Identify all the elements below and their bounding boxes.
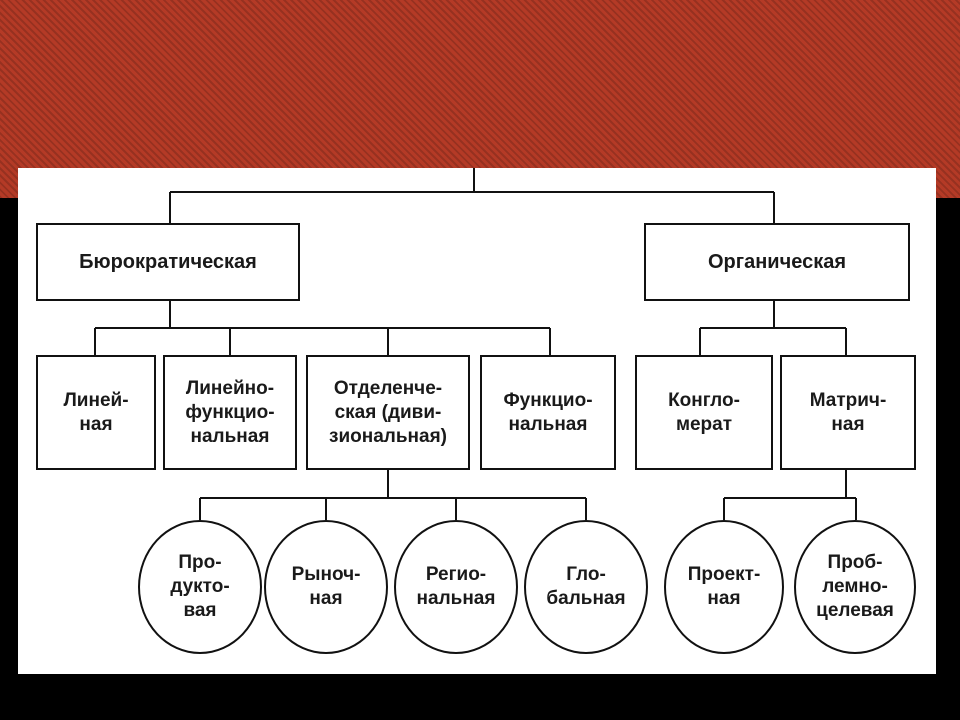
node-linear-functional: Линейно- функцио- нальная	[163, 355, 297, 470]
node-divisional: Отделенче- ская (диви- зиональная)	[306, 355, 470, 470]
node-organic: Органическая	[644, 223, 910, 301]
diagram-canvas: Бюрократическая Органическая Линей- ная …	[18, 168, 936, 674]
node-conglomerate-label: Конгло- мерат	[668, 389, 740, 435]
node-linear-functional-label: Линейно- функцио- нальная	[185, 377, 275, 447]
node-organic-label: Органическая	[708, 251, 846, 273]
node-product-label: Про- дукто- вая	[170, 552, 230, 621]
node-problem-target-label: Проб- лемно- целевая	[816, 552, 894, 621]
node-product: Про- дукто- вая	[138, 520, 262, 654]
node-global-label: Гло- бальная	[546, 564, 626, 609]
node-regional: Регио- нальная	[394, 520, 518, 654]
decorative-header-band	[0, 0, 960, 198]
node-project-label: Проект- ная	[687, 564, 761, 609]
node-problem-target: Проб- лемно- целевая	[794, 520, 916, 654]
node-matrix-label: Матрич- ная	[809, 389, 887, 435]
node-project: Проект- ная	[664, 520, 784, 654]
node-global: Гло- бальная	[524, 520, 648, 654]
node-market-label: Рыноч- ная	[291, 564, 361, 609]
node-functional: Функцио- нальная	[480, 355, 616, 470]
node-bureaucratic: Бюрократическая	[36, 223, 300, 301]
node-linear: Линей- ная	[36, 355, 156, 470]
node-bureaucratic-label: Бюрократическая	[79, 251, 257, 273]
node-divisional-label: Отделенче- ская (диви- зиональная)	[329, 377, 447, 447]
node-regional-label: Регио- нальная	[416, 564, 496, 609]
node-linear-label: Линей- ная	[63, 389, 129, 435]
node-functional-label: Функцио- нальная	[503, 389, 593, 435]
connector-lines	[94, 168, 857, 520]
node-conglomerate: Конгло- мерат	[635, 355, 773, 470]
node-market: Рыноч- ная	[264, 520, 388, 654]
node-matrix: Матрич- ная	[780, 355, 916, 470]
